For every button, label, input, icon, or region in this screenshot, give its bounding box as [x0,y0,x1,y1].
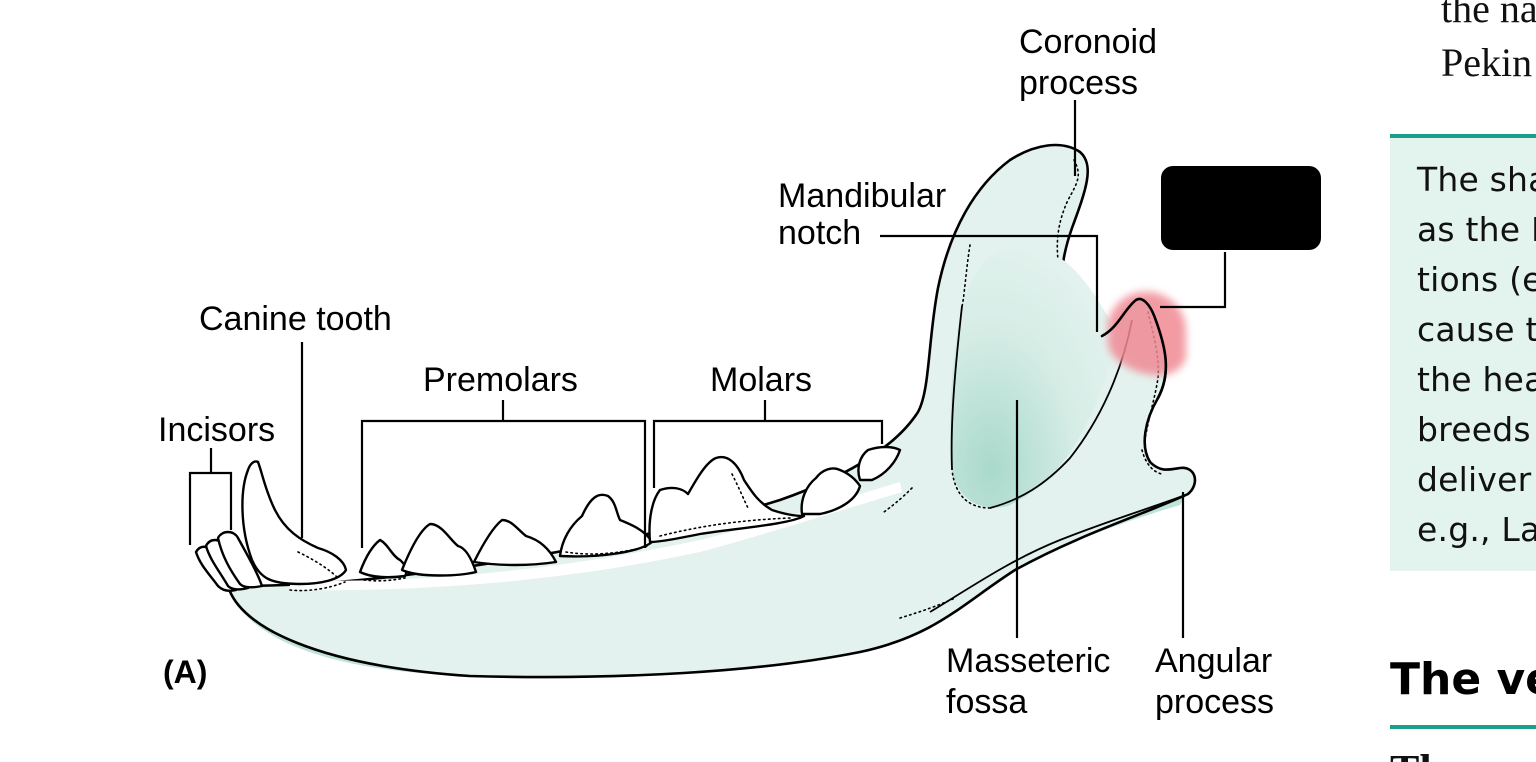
premolar-3 [472,518,558,567]
masseteric-fossa-shading [950,245,1113,508]
coronoid-label-line1: Coronoid [1019,23,1157,61]
coronoid-label-line2: process [1019,64,1138,102]
info-box-line-8: e.g., La [1417,510,1536,549]
redacted-label-box [1161,166,1321,250]
coronoid-dotted-line [1056,159,1080,261]
premolar-4 [558,493,654,558]
mandibular-notch-label-line1: Mandibular [778,177,946,215]
premolar-2 [400,522,478,577]
section-rule [1390,725,1536,729]
body-dotted-line-1 [883,487,913,513]
canine-root-dots [289,581,346,592]
alveolar-band [290,482,902,591]
book-text-line-2: Pekin [1441,40,1533,85]
info-box-line-2: as the E [1417,210,1536,249]
info-box-line-7: deliver [1417,460,1532,499]
info-box [1390,134,1536,571]
info-box-line-4: cause t [1417,310,1536,349]
info-box-line-6: breeds [1417,410,1531,449]
molar-1-inner-dots [731,473,749,509]
incisor-3 [216,530,264,589]
body-dotted-line-2 [899,597,956,619]
book-text-line-1: the na [1441,0,1536,31]
angular-process-label-line1: Angular [1155,642,1272,680]
fossa-dotted-edge [951,469,991,509]
condyle-leader [1160,252,1227,309]
incisors-label: Incisors [158,411,275,449]
molar-2 [800,467,862,516]
molar-3 [857,445,902,482]
info-box-line-5: the hea [1417,360,1536,399]
molar-1-dots [659,517,791,537]
premolar-4-dots [565,545,649,555]
body-ventral-line [929,493,1189,613]
mandibular-notch-leader [880,234,1099,332]
molars-label: Molars [710,361,812,399]
masseteric-fossa-label-line1: Masseteric [946,642,1110,680]
canine-dotted-line [297,551,339,579]
info-box-line-1: The sha [1417,160,1536,199]
premolar-1 [358,538,408,579]
premolars-bracket [360,400,647,548]
angular-dotted-line [1141,449,1163,475]
molars-bracket [652,400,884,488]
mandibular-notch-label-line2: notch [778,214,861,252]
premolars-label: Premolars [423,361,578,399]
incisors-bracket [188,448,233,545]
canine-tooth [241,460,348,586]
angular-process-label-line2: process [1155,683,1274,721]
masseteric-fossa-label-line2: fossa [946,683,1027,721]
info-box-line-3: tions (e [1417,260,1536,299]
fossa-anterior-line [950,305,963,471]
condyle-outline [1100,297,1168,400]
molar-1 [648,455,806,544]
section-next-text: Th [1390,745,1444,762]
section-heading: The ve [1390,654,1536,705]
ramus-dotted-line [961,244,971,307]
condyle-highlight [1108,291,1186,376]
panel-label: (A) [163,654,207,690]
canine-tooth-label: Canine tooth [199,300,392,338]
